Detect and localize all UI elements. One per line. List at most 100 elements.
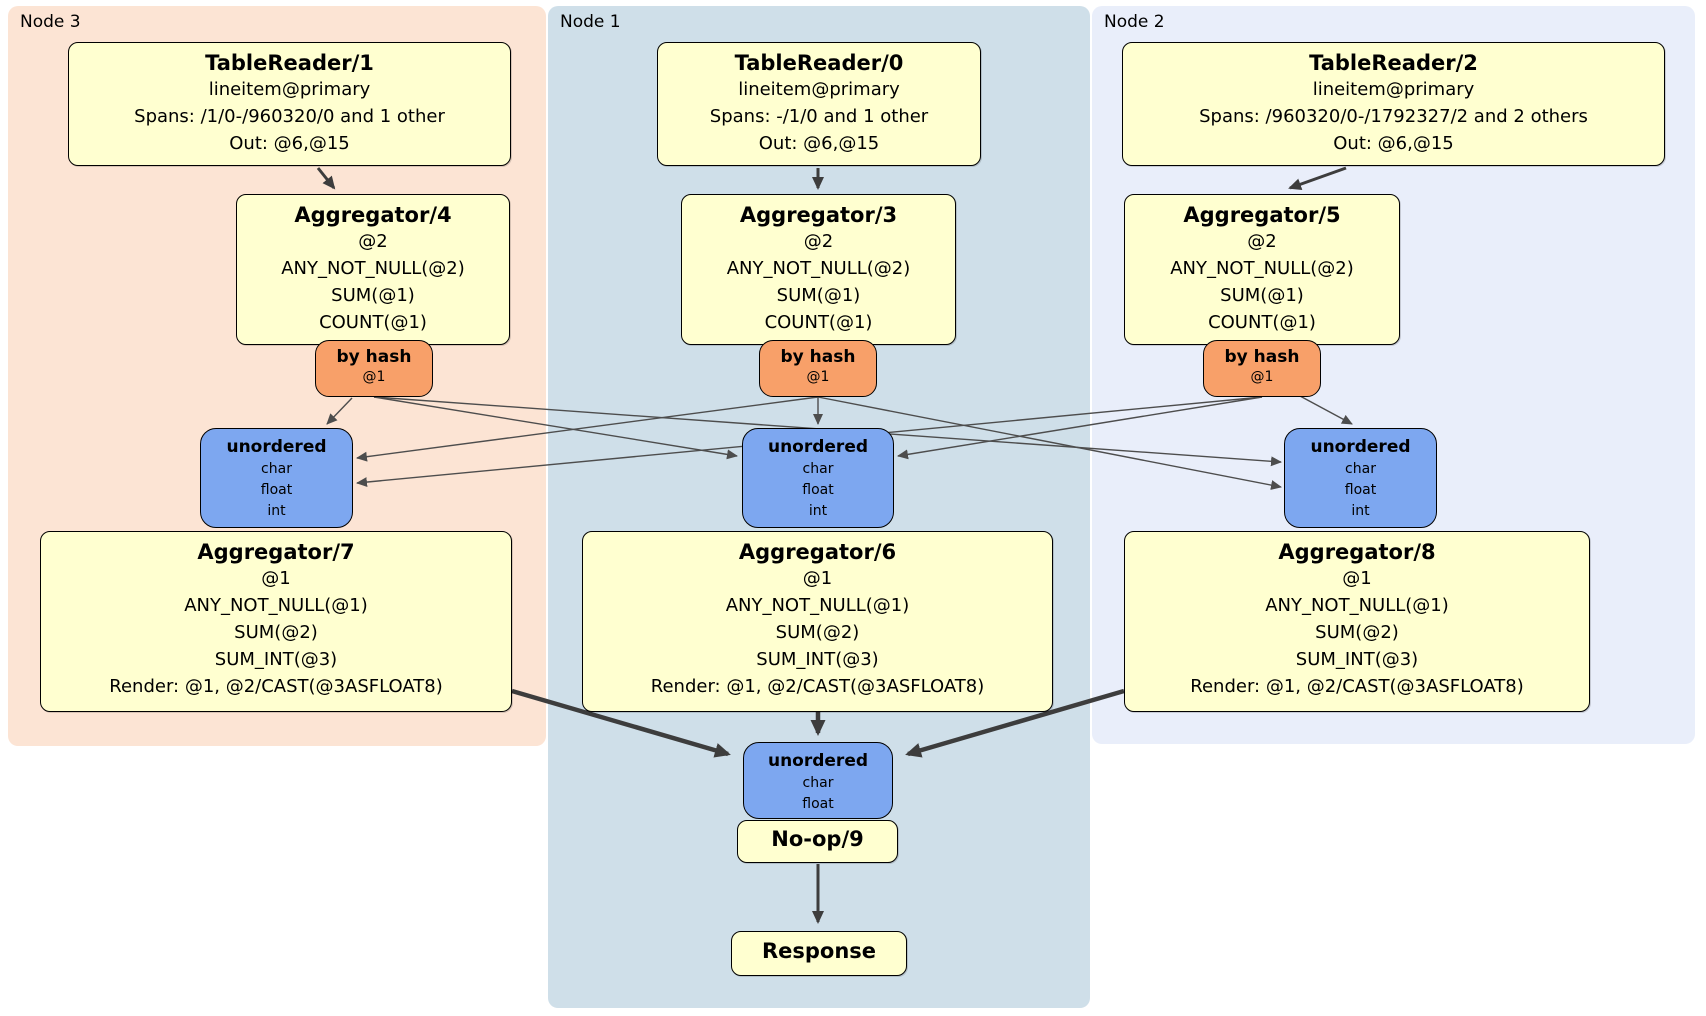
agg-render: Render: @1, @2/CAST(@3ASFLOAT8) — [109, 676, 443, 697]
agg-fn: ANY_NOT_NULL(@1) — [184, 595, 368, 616]
processor-title: TableReader/2 — [1309, 51, 1478, 75]
sync-type: float — [1344, 482, 1377, 498]
agg-fn: ANY_NOT_NULL(@2) — [1170, 258, 1354, 279]
processor-index: lineitem@primary — [1312, 79, 1475, 100]
edge-hash3-sync1 — [373, 396, 738, 460]
processor-title: Aggregator/7 — [197, 540, 355, 564]
edge-hash2-sync2 — [1299, 395, 1353, 425]
agg-fn: SUM_INT(@3) — [1295, 649, 1419, 670]
processor-aggregator-8: Aggregator/8 @1 ANY_NOT_NULL(@1) SUM(@2)… — [1124, 531, 1590, 712]
agg-fn: SUM_INT(@3) — [756, 649, 879, 670]
sync-title: unordered — [767, 751, 869, 771]
processor-title: Aggregator/8 — [1278, 540, 1436, 564]
router-by-hash-node3: by hash @1 — [315, 340, 433, 397]
node1-label: Node 1 — [560, 12, 621, 32]
agg-fn: ANY_NOT_NULL(@1) — [725, 595, 910, 616]
sync-type: float — [260, 482, 293, 498]
processor-spans: Spans: /960320/0-/1792327/2 and 2 others — [1199, 106, 1588, 127]
processor-index: lineitem@primary — [208, 79, 371, 100]
router-by-hash-node2: by hash @1 — [1203, 340, 1321, 397]
edge-hash3-sync3 — [326, 397, 353, 425]
processor-aggregator-7: Aggregator/7 @1 ANY_NOT_NULL(@1) SUM(@2)… — [40, 531, 512, 712]
processor-out: Out: @6,@15 — [229, 133, 350, 154]
agg-group-cols: @2 — [358, 231, 388, 252]
sync-type: char — [261, 461, 292, 477]
router-columns: @1 — [1250, 369, 1274, 385]
processor-aggregator-4: Aggregator/4 @2 ANY_NOT_NULL(@2) SUM(@1)… — [236, 194, 510, 345]
agg-fn: SUM(@2) — [234, 622, 318, 643]
agg-fn: COUNT(@1) — [319, 312, 427, 333]
edge-tr1-agg4 — [316, 167, 336, 190]
processor-spans: Spans: -/1/0 and 1 other — [709, 106, 929, 127]
node3-label: Node 3 — [20, 12, 81, 32]
sync-title: unordered — [226, 437, 327, 457]
agg-render: Render: @1, @2/CAST(@3ASFLOAT8) — [650, 676, 985, 697]
processor-noop-9: No-op/9 — [737, 820, 898, 863]
sync-type: int — [808, 503, 828, 519]
processor-aggregator-3: Aggregator/3 @2 ANY_NOT_NULL(@2) SUM(@1)… — [681, 194, 956, 345]
processor-title: Aggregator/5 — [1183, 203, 1341, 227]
processor-title: TableReader/1 — [205, 51, 374, 75]
router-title: by hash — [1224, 347, 1300, 367]
processor-index: lineitem@primary — [738, 79, 900, 100]
sync-title: unordered — [767, 437, 869, 457]
agg-fn: SUM(@1) — [1220, 285, 1304, 306]
router-title: by hash — [336, 347, 412, 367]
response-box: Response — [731, 931, 907, 976]
sync-type: float — [802, 796, 834, 812]
sync-unordered-node2: unordered char float int — [1284, 428, 1437, 528]
agg-fn: SUM(@2) — [775, 622, 860, 643]
processor-out: Out: @6,@15 — [758, 133, 880, 154]
edge-agg7-final — [511, 688, 731, 758]
sync-type: char — [1345, 461, 1376, 477]
sync-type: int — [267, 503, 286, 519]
processor-title: Aggregator/4 — [294, 203, 452, 227]
agg-group-cols: @2 — [1247, 231, 1277, 252]
sync-type: char — [802, 461, 834, 477]
agg-fn: SUM(@2) — [1315, 622, 1399, 643]
processor-aggregator-5: Aggregator/5 @2 ANY_NOT_NULL(@2) SUM(@1)… — [1124, 194, 1400, 345]
sync-type: float — [802, 482, 834, 498]
agg-group-cols: @1 — [802, 568, 833, 589]
router-columns: @1 — [806, 369, 830, 385]
processor-title: Aggregator/3 — [739, 203, 898, 227]
processor-tablereader-0: TableReader/0 lineitem@primary Spans: -/… — [657, 42, 981, 166]
processor-title: No-op/9 — [771, 827, 864, 851]
agg-group-cols: @2 — [803, 231, 834, 252]
router-by-hash-node1: by hash @1 — [759, 340, 877, 397]
sync-unordered-final: unordered char float — [743, 742, 893, 819]
agg-group-cols: @1 — [261, 568, 291, 589]
agg-fn: COUNT(@1) — [1208, 312, 1316, 333]
edge-agg8-final — [905, 688, 1125, 758]
router-title: by hash — [780, 347, 856, 367]
agg-fn: SUM_INT(@3) — [214, 649, 338, 670]
edge-tr2-agg5 — [1288, 166, 1347, 190]
processor-spans: Spans: /1/0-/960320/0 and 1 other — [134, 106, 445, 127]
agg-fn: ANY_NOT_NULL(@1) — [1265, 595, 1449, 616]
processor-title: Aggregator/6 — [738, 540, 897, 564]
agg-fn: COUNT(@1) — [764, 312, 873, 333]
agg-render: Render: @1, @2/CAST(@3ASFLOAT8) — [1190, 676, 1524, 697]
edge-hash2-sync1 — [897, 396, 1263, 460]
processor-tablereader-2: TableReader/2 lineitem@primary Spans: /9… — [1122, 42, 1665, 166]
sync-type: int — [1351, 503, 1370, 519]
edge-hash1-sync3 — [356, 396, 819, 462]
router-columns: @1 — [362, 369, 386, 385]
agg-fn: ANY_NOT_NULL(@2) — [726, 258, 911, 279]
processor-title: TableReader/0 — [734, 51, 904, 75]
edge-hash1-sync2 — [817, 396, 1282, 491]
processor-out: Out: @6,@15 — [1333, 133, 1454, 154]
sync-type: char — [802, 775, 834, 791]
agg-group-cols: @1 — [1342, 568, 1372, 589]
agg-fn: SUM(@1) — [331, 285, 415, 306]
response-title: Response — [761, 939, 877, 963]
sync-unordered-node3: unordered char float int — [200, 428, 353, 528]
node2-label: Node 2 — [1104, 12, 1165, 32]
processor-tablereader-1: TableReader/1 lineitem@primary Spans: /1… — [68, 42, 511, 166]
sync-title: unordered — [1310, 437, 1411, 457]
agg-fn: SUM(@1) — [776, 285, 861, 306]
sync-unordered-node1: unordered char float int — [742, 428, 894, 528]
agg-fn: ANY_NOT_NULL(@2) — [281, 258, 465, 279]
